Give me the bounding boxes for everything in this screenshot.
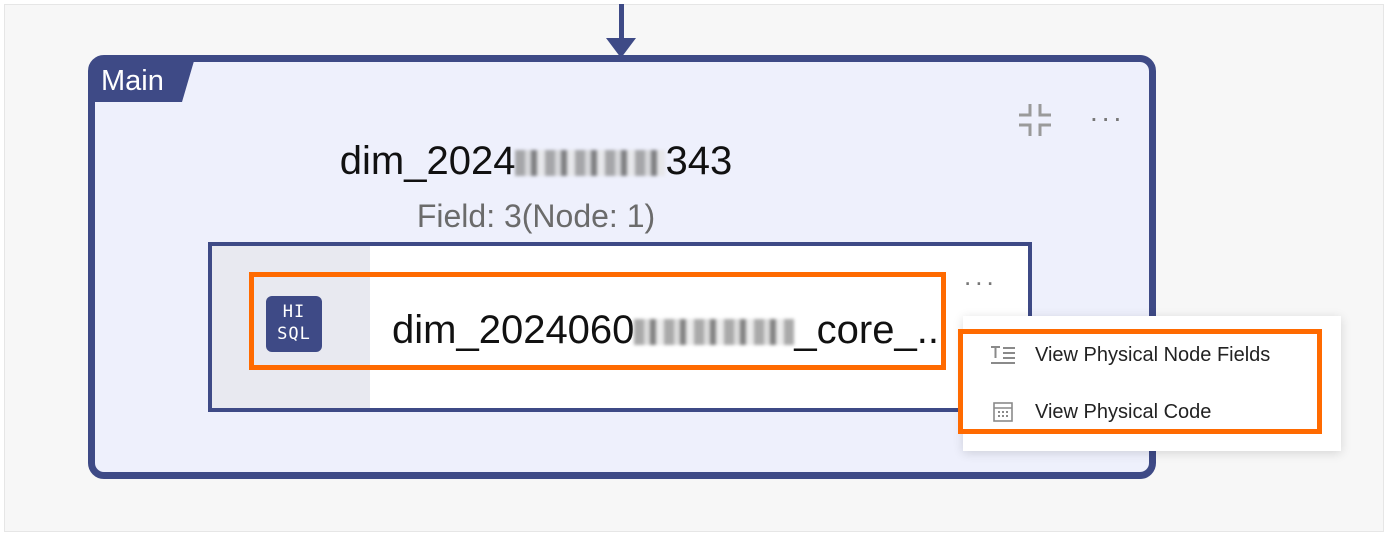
code-grid-icon — [993, 402, 1013, 422]
collapse-icon[interactable] — [1015, 100, 1055, 140]
redacted-blur — [634, 319, 795, 346]
highlight-box-node — [249, 272, 946, 370]
sql-icon-line2: SQL — [277, 324, 311, 344]
incoming-edge-line — [619, 4, 624, 44]
group-title-prefix: dim_2024 — [339, 139, 516, 183]
incoming-edge-arrowhead — [606, 38, 636, 58]
group-tag: Main — [94, 61, 194, 102]
group-subtitle: Field: 3(Node: 1) — [416, 198, 656, 234]
node-name-suffix: _core_.. — [794, 308, 939, 352]
hive-sql-icon: HI SQL — [266, 296, 322, 352]
group-more-icon[interactable]: ... — [1090, 96, 1126, 127]
group-title: dim_2024 343 — [9, 138, 1063, 184]
node-name-prefix: dim_2024060 — [392, 308, 635, 352]
menu-item-view-physical-code[interactable]: View Physical Code — [963, 392, 1341, 432]
sql-icon-line1: HI — [282, 302, 306, 322]
node-name: dim_2024060 _core_.. — [392, 306, 952, 354]
menu-item-view-physical-node-fields[interactable]: View Physical Node Fields — [963, 335, 1341, 375]
field-list-icon — [991, 346, 1015, 364]
menu-item-label: View Physical Code — [1035, 401, 1212, 423]
sql-node[interactable]: HI SQL dim_2024060 _core_.. ... — [208, 242, 1032, 412]
highlight-box-menu — [958, 329, 1322, 434]
menu-item-label: View Physical Node Fields — [1035, 344, 1271, 366]
node-more-icon[interactable]: ... — [964, 261, 998, 291]
context-menu: View Physical Node Fields View Physical … — [963, 316, 1341, 451]
redacted-blur — [515, 150, 666, 177]
group-title-suffix: 343 — [665, 139, 733, 183]
